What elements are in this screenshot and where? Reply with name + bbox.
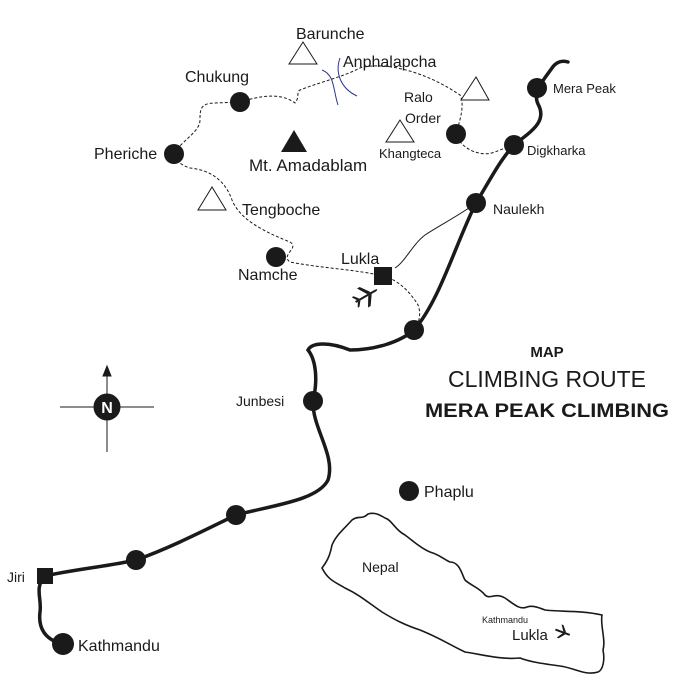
label-phaplu: Phaplu xyxy=(424,484,474,501)
inset-label-lukla: Lukla xyxy=(512,627,549,644)
khangteca-peak-icon xyxy=(385,119,415,143)
label-chukung: Chukung xyxy=(185,69,249,86)
label-anphalapcha: Anphalapcha xyxy=(343,54,437,71)
trail-lukla-naulekh xyxy=(394,202,477,269)
label-digkharka: Digkharka xyxy=(527,143,586,158)
map-title-name: MERA PEAK CLIMBING xyxy=(425,401,669,422)
junbesi-marker[interactable] xyxy=(303,391,323,411)
label-jiri: Jiri xyxy=(7,569,25,585)
tengboche-peak-icon xyxy=(197,186,227,211)
label-naulekh: Naulekh xyxy=(493,201,544,217)
inset-label-nepal: Nepal xyxy=(362,559,399,575)
label-kathmandu: Kathmandu xyxy=(78,638,160,655)
map-title-route: CLIMBING ROUTE xyxy=(448,366,646,392)
naulekh-marker[interactable] xyxy=(466,193,486,213)
peak-icon xyxy=(460,76,490,101)
map-title-label: MAP xyxy=(530,344,563,361)
lukla-marker[interactable] xyxy=(374,267,392,285)
jiri-marker[interactable] xyxy=(37,568,53,584)
mera-peak-marker[interactable] xyxy=(527,78,547,98)
inset-airplane-icon xyxy=(555,624,571,639)
amadablam-peak-icon xyxy=(281,130,307,152)
kathmandu-marker[interactable] xyxy=(52,633,74,655)
digkharka-marker[interactable] xyxy=(504,135,524,155)
inset-label-kathmandu: Kathmandu xyxy=(482,615,528,625)
label-khangteca: Khangteca xyxy=(379,146,442,161)
river-line xyxy=(337,57,358,97)
label-tengboche: Tengboche xyxy=(242,202,320,219)
ralo-order-marker[interactable] xyxy=(446,124,466,144)
river-line xyxy=(321,69,339,106)
main-route-line xyxy=(37,59,570,646)
label-barunche: Barunche xyxy=(296,26,365,43)
label-namche: Namche xyxy=(238,267,298,284)
airplane-icon xyxy=(351,286,378,308)
route-marker[interactable] xyxy=(404,320,424,340)
phaplu-marker[interactable] xyxy=(399,481,419,501)
barunche-peak-icon xyxy=(288,41,318,65)
label-pheriche: Pheriche xyxy=(94,146,157,163)
route-marker[interactable] xyxy=(126,550,146,570)
pheriche-marker[interactable] xyxy=(164,144,184,164)
namche-marker[interactable] xyxy=(266,247,286,267)
compass-north-label: N xyxy=(101,400,113,417)
compass-rose xyxy=(60,364,154,452)
label-ralo: Ralo xyxy=(404,89,433,105)
label-order: Order xyxy=(405,110,441,126)
label-amadablam: Mt. Amadablam xyxy=(249,156,367,175)
nepal-outline xyxy=(321,512,605,674)
label-junbesi: Junbesi xyxy=(236,393,284,409)
route-marker[interactable] xyxy=(226,505,246,525)
label-mera-peak: Mera Peak xyxy=(553,81,616,96)
label-lukla: Lukla xyxy=(341,251,379,268)
trek-trail-dashed xyxy=(173,65,515,277)
chukung-marker[interactable] xyxy=(230,92,250,112)
